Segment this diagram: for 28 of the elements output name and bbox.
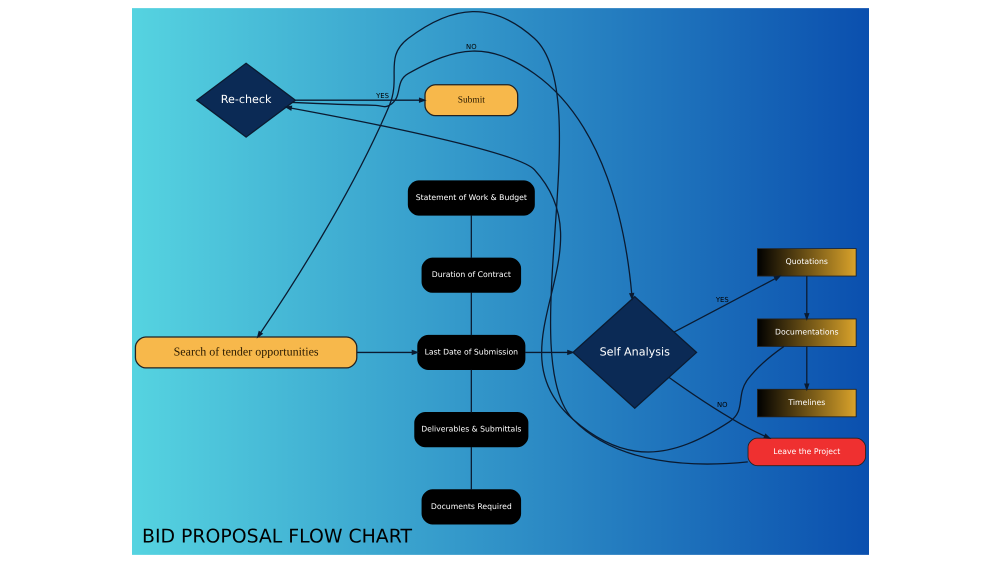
node-box: Submit (424, 84, 518, 116)
connector (470, 370, 472, 412)
connector (470, 447, 472, 490)
node-diamond: Re-check (195, 62, 296, 138)
node-box: Search of tender opportunities (134, 336, 357, 369)
node-box: Quotations (756, 248, 856, 276)
arrow (668, 376, 771, 439)
diagram-title: BID PROPOSAL FLOW CHART (142, 526, 412, 548)
node-box: Last Date of Submission (416, 334, 525, 370)
arrow (804, 276, 809, 321)
node-diamond: Self Analysis (572, 296, 697, 410)
arrow (256, 11, 748, 465)
connector (470, 215, 472, 258)
node-box: Deliverables & Submittals (414, 412, 528, 448)
node-box: Documentations (756, 318, 856, 347)
connector (470, 292, 472, 336)
arrow (294, 97, 426, 103)
arrow (804, 346, 809, 392)
arrow (524, 350, 574, 356)
arrow (673, 275, 782, 333)
node-box: Leave the Project (747, 438, 866, 466)
node-box: Statement of Work & Budget (407, 180, 534, 216)
node-box: Documents Required (421, 489, 521, 524)
arrow (356, 350, 419, 356)
node-box: Timelines (756, 388, 856, 418)
arrow (284, 106, 784, 452)
node-box: Duration of Contract (421, 258, 521, 293)
arrow (292, 50, 634, 301)
